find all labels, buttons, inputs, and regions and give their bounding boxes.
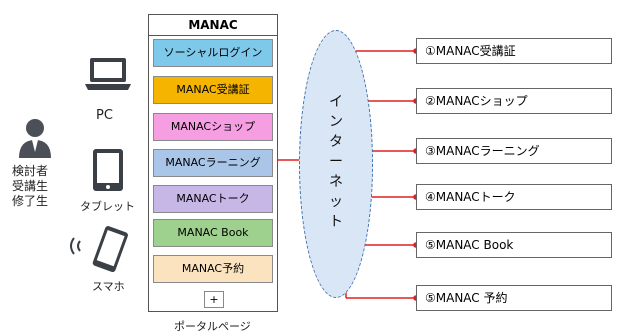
pc-label: PC: [96, 108, 113, 123]
portal-item-reservation[interactable]: MANAC予約: [153, 255, 273, 283]
user-icon: [18, 118, 52, 162]
portal-title: MANAC: [149, 15, 277, 36]
portal-item-shop[interactable]: MANACショップ: [153, 113, 273, 141]
internet-cloud: [299, 30, 373, 298]
tablet-label: タブレット: [80, 200, 135, 213]
portal-item-certificate[interactable]: MANAC受講証: [153, 76, 273, 104]
service-box-talk[interactable]: ④MANACトーク: [416, 184, 612, 210]
portal-item-social-login[interactable]: ソーシャルログイン: [153, 39, 273, 67]
service-box-certificate[interactable]: ①MANAC受講証: [416, 38, 612, 64]
service-box-learning[interactable]: ③MANACラーニング: [416, 138, 612, 164]
portal-caption: ポータルページ: [174, 320, 251, 333]
portal-item-book[interactable]: MANAC Book: [153, 219, 273, 247]
service-box-shop[interactable]: ②MANACショップ: [416, 88, 612, 114]
tablet-icon: [92, 148, 124, 196]
portal-item-talk[interactable]: MANACトーク: [153, 185, 273, 213]
service-box-reservation[interactable]: ⑤MANAC 予約: [416, 285, 612, 311]
user-type-label: 検討者 受講生 修了生: [12, 164, 49, 208]
laptop-icon: [84, 56, 132, 96]
portal-page: MANAC ソーシャルログイン MANAC受講証 MANACショップ MANAC…: [148, 14, 278, 312]
portal-item-learning[interactable]: MANACラーニング: [153, 149, 273, 177]
internet-label: インターネット: [329, 94, 343, 230]
service-box-book[interactable]: ⑤MANAC Book: [416, 232, 612, 258]
smartphone-icon: [66, 226, 136, 278]
smartphone-label: スマホ: [92, 280, 125, 293]
add-item-button[interactable]: +: [204, 291, 224, 308]
